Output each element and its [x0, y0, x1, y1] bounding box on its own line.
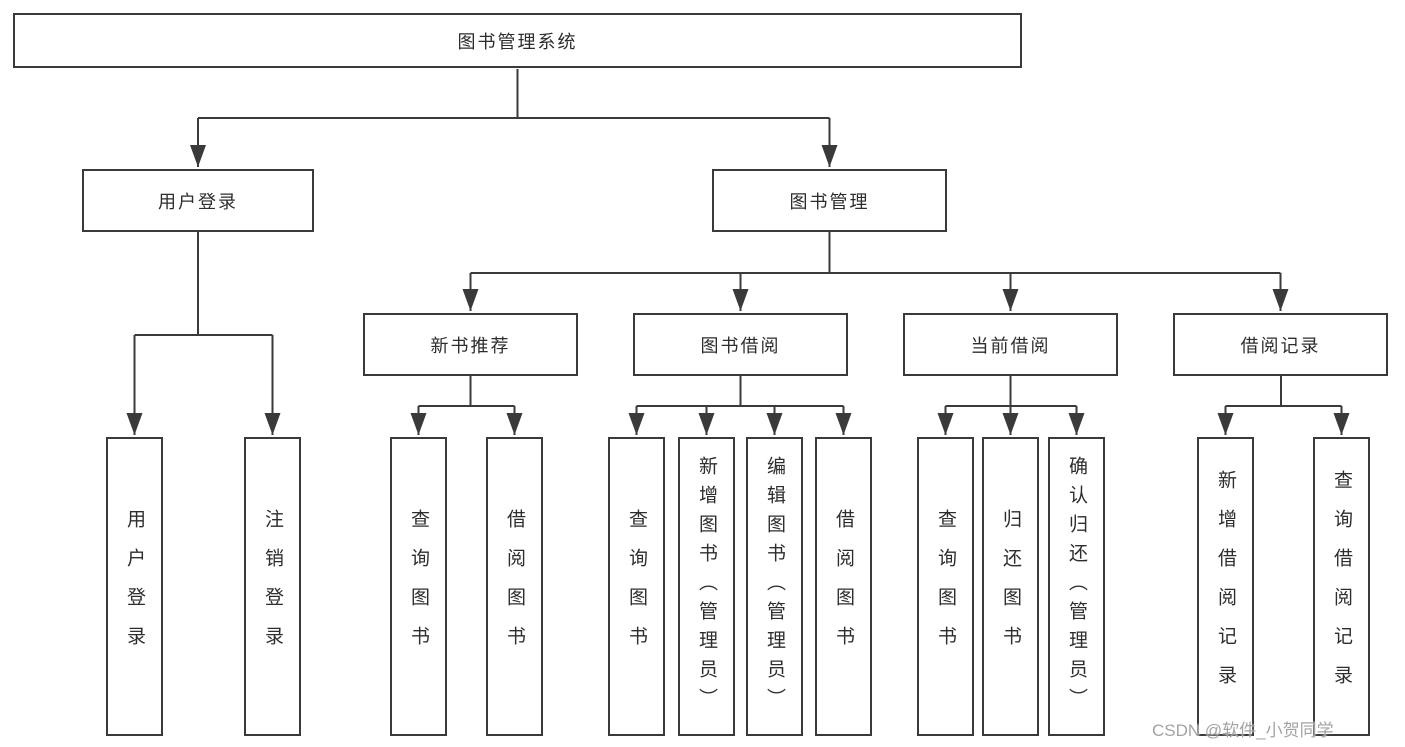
leaf-query-borrow-record-label: 查询借阅记录 [1331, 469, 1352, 704]
node-current-borrowing-label: 当前借阅 [970, 335, 1051, 356]
node-book-management: 图书管理 [712, 169, 947, 232]
node-new-book-recommend: 新书推荐 [363, 313, 578, 376]
leaf-confirm-return-admin-label: 确认归还（管理员） [1066, 456, 1087, 717]
leaf-add-book-admin: 新增图书（管理员） [678, 437, 735, 736]
node-root-system: 图书管理系统 [13, 13, 1022, 68]
node-user-login-label: 用户登录 [158, 191, 238, 212]
watermark: CSDN @软件_小贺同学 [1152, 721, 1334, 740]
leaf-add-borrow-record-label: 新增借阅记录 [1215, 469, 1236, 704]
leaf-return-book-label: 归还图书 [1000, 508, 1021, 665]
leaf-edit-book-admin: 编辑图书（管理员） [746, 437, 803, 736]
node-book-borrowing-label: 图书借阅 [700, 335, 781, 356]
leaf-logout-label: 注销登录 [262, 508, 283, 665]
leaf-add-borrow-record: 新增借阅记录 [1197, 437, 1254, 736]
node-borrowing-records-label: 借阅记录 [1240, 335, 1321, 356]
leaf-borrow-books-borrowing: 借阅图书 [815, 437, 872, 736]
leaf-query-books-borrowing-label: 查询图书 [626, 508, 647, 665]
leaf-borrow-books-recommend: 借阅图书 [486, 437, 543, 736]
node-root-label: 图书管理系统 [457, 31, 578, 52]
node-book-borrowing: 图书借阅 [633, 313, 848, 376]
node-user-login: 用户登录 [82, 169, 314, 232]
leaf-return-book: 归还图书 [982, 437, 1039, 736]
leaf-borrow-books-recommend-label: 借阅图书 [504, 508, 525, 665]
leaf-confirm-return-admin: 确认归还（管理员） [1048, 437, 1105, 736]
leaf-logout: 注销登录 [244, 437, 301, 736]
node-new-book-recommend-label: 新书推荐 [430, 335, 511, 356]
leaf-user-login: 用户登录 [106, 437, 163, 736]
leaf-add-book-admin-label: 新增图书（管理员） [696, 456, 717, 717]
leaf-query-books-current: 查询图书 [917, 437, 974, 736]
leaf-query-books-borrowing: 查询图书 [608, 437, 665, 736]
leaf-query-borrow-record: 查询借阅记录 [1313, 437, 1370, 736]
leaf-query-books-recommend: 查询图书 [390, 437, 447, 736]
leaf-borrow-books-borrowing-label: 借阅图书 [833, 508, 854, 665]
leaf-edit-book-admin-label: 编辑图书（管理员） [764, 456, 785, 717]
leaf-query-books-recommend-label: 查询图书 [408, 508, 429, 665]
leaf-query-books-current-label: 查询图书 [935, 508, 956, 665]
node-current-borrowing: 当前借阅 [903, 313, 1118, 376]
node-book-management-label: 图书管理 [789, 191, 870, 212]
node-borrowing-records: 借阅记录 [1173, 313, 1388, 376]
leaf-user-login-label: 用户登录 [124, 508, 145, 665]
